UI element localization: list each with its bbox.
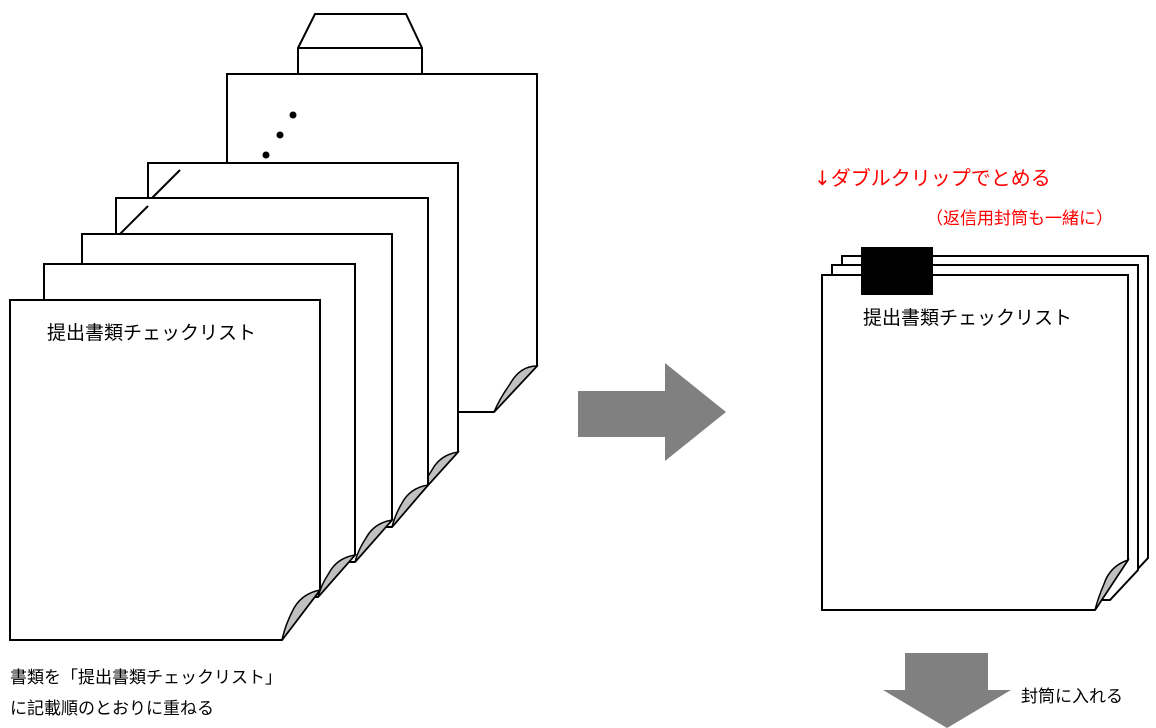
stack-instruction-line-2: に記載順のとおりに重ねる — [10, 699, 214, 719]
checklist-sheet-front: 提出書類チェックリスト — [9, 299, 322, 641]
checklist-title-left: 提出書類チェックリスト — [47, 322, 256, 344]
ellipsis-dots — [262, 111, 297, 159]
envelope-instruction: 封筒に入れる — [1021, 687, 1123, 707]
stack-instruction-line-1: 書類を「提出書類チェックリスト」 — [10, 668, 282, 688]
clip-instruction-note: ↓ダブルクリップでとめる — [814, 166, 1051, 190]
double-clip-icon — [861, 247, 933, 295]
clip-instruction-subnote: （返信用封筒も一緒に） — [926, 209, 1113, 229]
checklist-title-right: 提出書類チェックリスト — [863, 307, 1072, 329]
down-arrow-icon — [883, 653, 1011, 728]
right-arrow-icon — [578, 363, 726, 461]
clipped-checklist-sheet: 提出書類チェックリスト — [821, 274, 1130, 611]
return-envelope-flap — [297, 13, 423, 74]
